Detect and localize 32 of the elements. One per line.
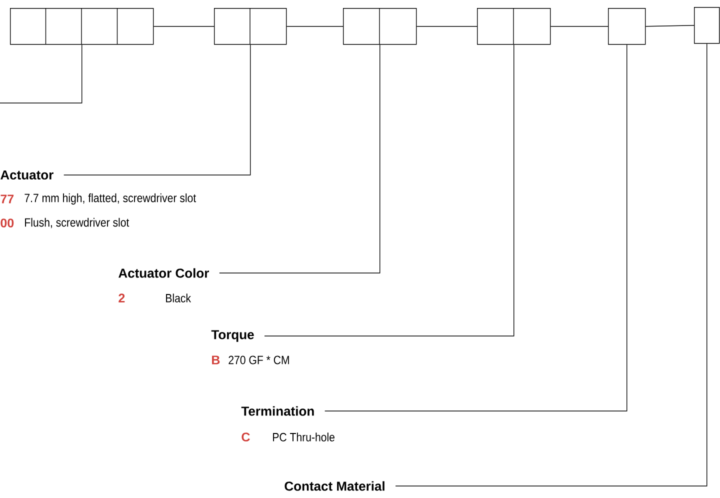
- field-heading: Torque: [211, 330, 254, 342]
- code-box: [214, 8, 287, 45]
- code-box: [343, 8, 417, 45]
- option-code: 00: [0, 218, 14, 228]
- leader-line: [324, 44, 628, 412]
- leader-line: [0, 44, 82, 104]
- option-code: C: [242, 432, 250, 442]
- field-heading: Actuator Color: [118, 268, 209, 278]
- leader-line: [395, 43, 708, 486]
- option-description: 270 GF * CM: [228, 356, 289, 364]
- connector-line: [550, 26, 608, 27]
- option-code: B: [212, 356, 220, 364]
- field-heading: Termination: [241, 406, 314, 416]
- option-description: Flush, screwdriver slot: [25, 218, 130, 228]
- option-code: 2: [118, 294, 125, 302]
- connector-line: [416, 26, 478, 27]
- connector-line: [286, 26, 344, 27]
- leader-line: [264, 44, 514, 336]
- code-box: [608, 8, 646, 45]
- option-description: Black: [166, 294, 191, 302]
- option-description: 7.7 mm high, flatted, screwdriver slot: [24, 193, 196, 205]
- option-code: 77: [0, 194, 14, 204]
- connector-line: [645, 25, 694, 27]
- leader-line: [219, 44, 380, 274]
- code-box: [10, 8, 154, 45]
- field-heading: Actuator: [0, 170, 54, 180]
- field-heading: Contact Material: [284, 481, 384, 491]
- leader-line: [64, 44, 251, 176]
- connector-line: [153, 26, 214, 27]
- code-box: [477, 8, 551, 45]
- code-box: [694, 7, 720, 44]
- option-description: PC Thru-hole: [273, 432, 334, 442]
